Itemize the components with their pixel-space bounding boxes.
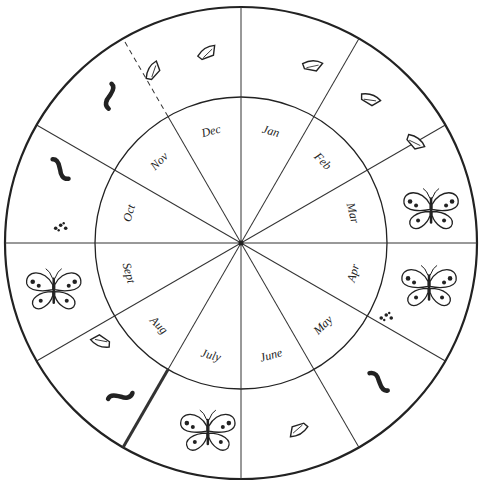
month-label: Mar (345, 201, 362, 224)
month-label: Feb (312, 150, 334, 172)
month-label: Nov (148, 150, 170, 172)
month-label: July (200, 347, 222, 364)
month-label: Dec (200, 123, 222, 140)
month-label: May (311, 313, 335, 337)
month-label: Apr (345, 263, 361, 283)
month-label: Oct (121, 203, 137, 223)
month-label: Aug (148, 314, 170, 336)
month-label: June (259, 346, 284, 363)
month-label: Sept (121, 261, 138, 284)
month-label: Jan (261, 123, 281, 139)
